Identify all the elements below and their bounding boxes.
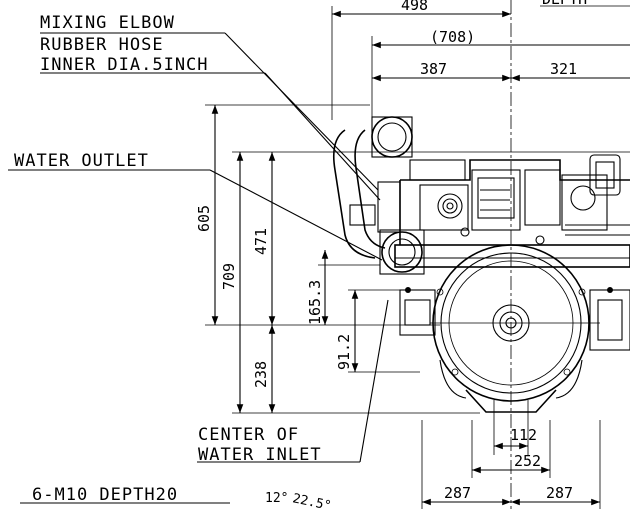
label-bolt-spec: 6-M10 DEPTH20 bbox=[32, 485, 178, 505]
dim-252: 252 bbox=[514, 452, 541, 470]
label-center-of: CENTER OF bbox=[198, 425, 299, 445]
dim-91: 91.2 bbox=[335, 334, 353, 370]
label-inner-dia: INNER DIA.5INCH bbox=[40, 55, 209, 75]
label-angle-22: 22.5° bbox=[291, 491, 332, 509]
label-rubber-hose: RUBBER HOSE bbox=[40, 35, 164, 55]
dim-471: 471 bbox=[252, 228, 270, 255]
label-water-outlet: WATER OUTLET bbox=[14, 151, 149, 171]
label-depth: DEPTH bbox=[542, 0, 587, 8]
label-water-inlet: WATER INLET bbox=[198, 445, 322, 465]
callout-labels: MIXING ELBOW RUBBER HOSE INNER DIA.5INCH… bbox=[14, 0, 587, 509]
dim-709: 709 bbox=[220, 263, 238, 290]
dim-238: 238 bbox=[252, 361, 270, 388]
label-angle-12: 12° bbox=[265, 491, 288, 506]
dim-708: (708) bbox=[430, 28, 475, 46]
dim-287-left: 287 bbox=[444, 484, 471, 502]
dim-387: 387 bbox=[420, 60, 447, 78]
dimension-values: 498 (708) 387 321 605 709 471 238 165.3 … bbox=[195, 0, 577, 502]
dim-112: 112 bbox=[510, 426, 537, 444]
label-mixing-elbow: MIXING ELBOW bbox=[40, 13, 175, 33]
dim-287-right: 287 bbox=[546, 484, 573, 502]
dim-498: 498 bbox=[401, 0, 428, 14]
dimension-lines bbox=[205, 5, 630, 509]
dim-605: 605 bbox=[195, 205, 213, 232]
leader-lines bbox=[8, 32, 389, 504]
engine-outline bbox=[332, 0, 630, 509]
dim-321: 321 bbox=[550, 60, 577, 78]
dim-165: 165.3 bbox=[306, 280, 324, 325]
